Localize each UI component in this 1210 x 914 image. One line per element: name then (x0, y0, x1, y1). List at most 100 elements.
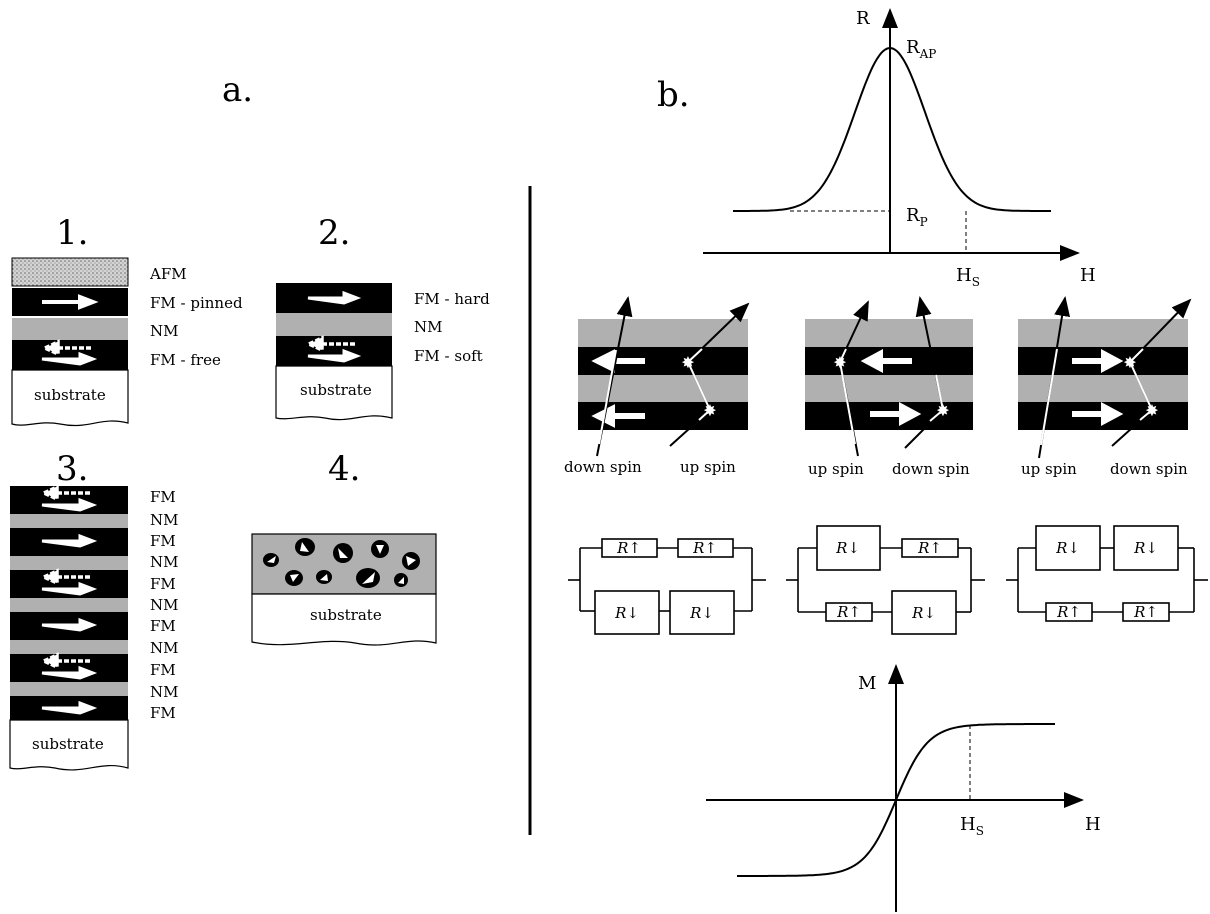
arrow-right-icon (42, 294, 99, 310)
spin-label: up spin (680, 458, 736, 476)
arrow-left-icon (860, 348, 912, 374)
stack-1: 1. substrate AFM FM - pinned NM FM - fre… (11, 213, 243, 427)
afm-layer (11, 257, 129, 287)
resistor-label: R↑ (616, 539, 641, 557)
layer-label: NM (150, 322, 178, 340)
y-axis-label: M (858, 673, 876, 694)
arrow-right-icon (870, 401, 922, 427)
spin-label: down spin (564, 458, 642, 476)
rp-label: RP (906, 205, 928, 229)
nm-layer (12, 318, 128, 340)
spin-label: up spin (808, 460, 864, 478)
layer-label: FM (150, 488, 176, 506)
nm-layer (10, 640, 128, 654)
arrow-right-icon (1072, 348, 1124, 374)
substrate-block (11, 369, 129, 427)
resistor-label: R↑ (917, 539, 942, 557)
substrate-label: substrate (32, 735, 104, 753)
panel-a-label: a. (222, 70, 253, 110)
substrate-label: substrate (34, 386, 106, 404)
spin-diagram-3: ✸ ✸ up spin down spin (1018, 296, 1192, 478)
arrow-right-icon (41, 497, 98, 512)
hs-label: HS (956, 265, 980, 289)
panel-b-label: b. (657, 75, 690, 115)
layer-label: FM - free (150, 351, 221, 369)
scatter-icon: ✸ (1123, 353, 1136, 372)
scatter-icon: ✸ (833, 353, 846, 372)
nm-layer (10, 598, 128, 612)
stack-3: 3. substrate FM NM FM NM FM NM FM NM FM … (9, 449, 178, 771)
scatter-icon: ✸ (1145, 401, 1158, 420)
resistance-plot: R H RAP RP HS (703, 8, 1096, 289)
nm-layer (10, 556, 128, 570)
arrow-left-dashed-icon (39, 568, 92, 586)
magnetization-plot: M H HS (706, 664, 1101, 912)
resistor-label: R↑ (1056, 603, 1081, 621)
nm-layer (10, 514, 128, 528)
arrow-right-icon (41, 700, 98, 715)
layer-label: FM - hard (414, 290, 490, 308)
arrow-right-icon (41, 533, 98, 548)
arrow-right-icon (41, 665, 98, 680)
layer-label: FM - pinned (150, 294, 243, 312)
stack-2: 2. substrate FM - hard NM FM - soft (275, 213, 490, 421)
stack-2-label: 2. (318, 213, 350, 253)
layer-label: AFM (149, 265, 187, 283)
layer-label: FM (150, 575, 176, 593)
arrow-left-dashed-icon (40, 339, 92, 357)
arrow-left-dashed-icon (39, 484, 92, 502)
arrow-right-icon (1072, 401, 1124, 427)
substrate-block (251, 593, 437, 646)
resistor-label: R↓ (614, 604, 639, 622)
resistor-label: R↓ (1133, 539, 1158, 557)
arrow-right-icon (41, 617, 98, 632)
substrate-label: substrate (300, 381, 372, 399)
resistor-label: R↓ (911, 604, 936, 622)
layer-label: NM (150, 511, 178, 529)
resistor-label: R↓ (689, 604, 714, 622)
magnetization-curve (737, 723, 1055, 877)
nm-layer (276, 313, 392, 336)
arrow-left-dashed-icon (304, 335, 356, 353)
scatter-icon: ✸ (681, 353, 694, 372)
resistor-label: R↑ (1133, 603, 1158, 621)
spin-diagram-1: ✸ ✸ down spin up spin (564, 296, 750, 476)
circuit-3 (1006, 525, 1208, 622)
resistance-curve (733, 47, 1051, 212)
scatter-icon: ✸ (936, 401, 949, 420)
layer-label: NM (150, 639, 178, 657)
hs-label: HS (960, 814, 984, 838)
spin-label: down spin (1110, 460, 1188, 478)
layer-label: FM (150, 661, 176, 679)
layer-label: NM (150, 596, 178, 614)
granule-arrows (267, 542, 416, 584)
scatter-icon: ✸ (703, 401, 716, 420)
circuit-1 (568, 538, 766, 635)
arrow-right-icon (307, 348, 362, 363)
rap-label: RAP (906, 37, 936, 61)
layer-label: NM (150, 553, 178, 571)
x-axis-label: H (1085, 814, 1101, 835)
circuit-2 (786, 525, 985, 635)
resistor-label: R↑ (836, 603, 861, 621)
layer-label: FM (150, 532, 176, 550)
arrow-right-icon (41, 351, 98, 366)
arrow-left-dashed-icon (39, 652, 92, 670)
stack-4-label: 4. (328, 449, 360, 489)
nm-layer (10, 682, 128, 696)
resistor-label: R↓ (1055, 539, 1080, 557)
layer-label: FM (150, 617, 176, 635)
fm-soft-layer (276, 336, 392, 366)
resistor-label: R↓ (835, 539, 860, 557)
y-axis-label: R (856, 8, 870, 29)
arrow-right-icon (307, 290, 362, 305)
stack-1-label: 1. (56, 213, 88, 253)
layer-label: NM (414, 318, 442, 336)
substrate-block (275, 365, 393, 421)
substrate-block (9, 719, 129, 771)
stack-4: 4. substrate (251, 449, 437, 646)
layer-label: FM - soft (414, 347, 483, 365)
stack-3-label: 3. (56, 449, 88, 489)
layer-label: FM (150, 704, 176, 722)
